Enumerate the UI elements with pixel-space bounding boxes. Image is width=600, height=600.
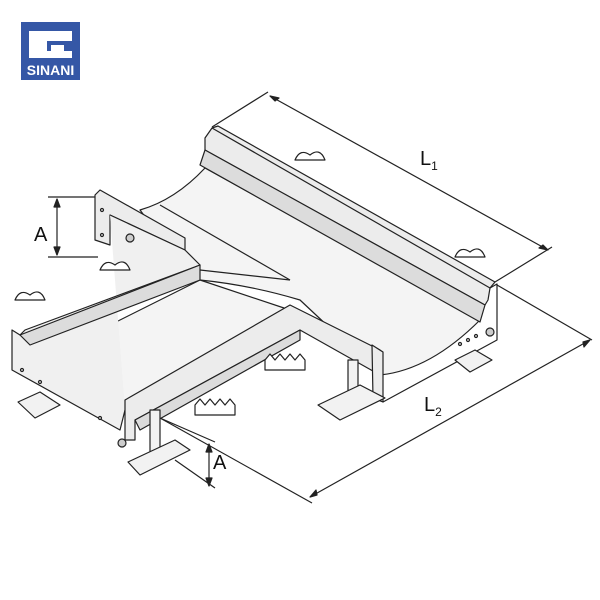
l2-letter: L <box>424 394 436 416</box>
support-feet <box>17 349 493 476</box>
dimension-a-bottom <box>159 417 216 489</box>
sinani-logo: SINANI <box>21 22 80 80</box>
dimension-a-left <box>48 196 98 258</box>
dimension-l1 <box>211 91 553 283</box>
l2-subscript: 2 <box>435 405 442 419</box>
clips <box>14 151 486 416</box>
back-rail <box>199 125 498 403</box>
dimension-label-a-bottom: A <box>213 452 227 474</box>
l1-letter: L <box>420 148 432 170</box>
l1-subscript: 1 <box>431 159 438 173</box>
logo-text: SINANI <box>26 62 75 78</box>
dimension-label-l2: L2 <box>424 394 442 419</box>
dimension-l2 <box>159 284 593 504</box>
dimension-label-l1: L1 <box>420 148 438 173</box>
front-right-rail <box>124 304 384 441</box>
dimension-label-a-left: A <box>34 224 48 246</box>
left-branch-rail <box>11 189 201 448</box>
